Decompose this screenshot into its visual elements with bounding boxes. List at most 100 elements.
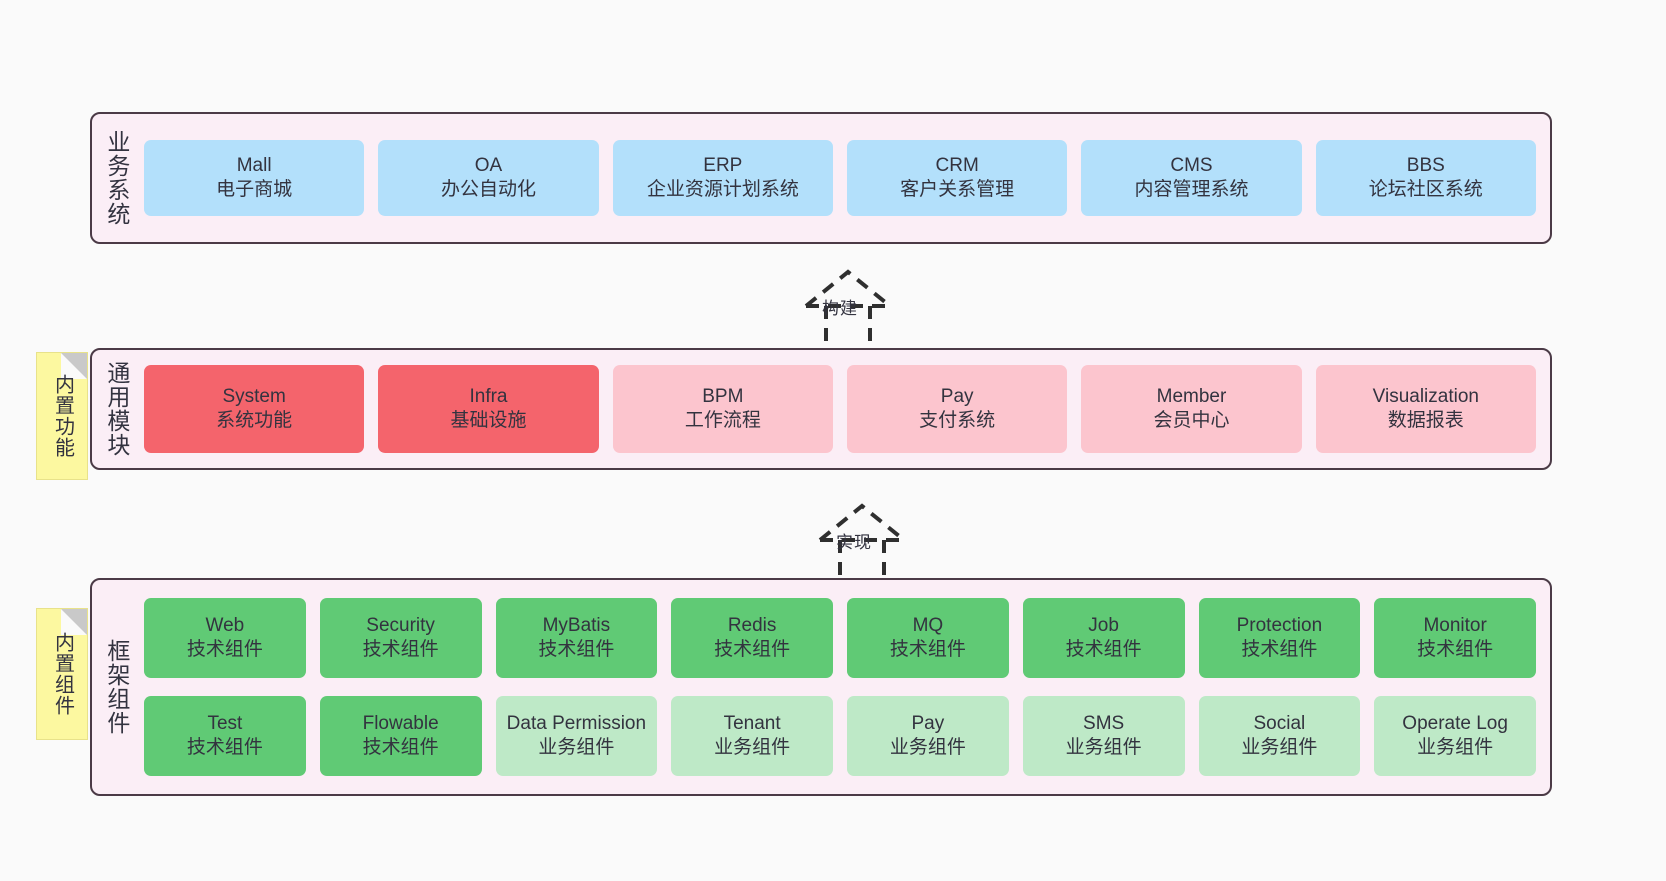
node-title: MyBatis (542, 614, 611, 636)
node-subtitle: 业务组件 (1417, 737, 1494, 758)
layer-framework-component: 框架组件 Web 技术组件 Security 技术组件 MyBatis 技术组件… (90, 578, 1552, 796)
node-visualization[interactable]: Visualization 数据报表 (1315, 365, 1536, 453)
node-monitor[interactable]: Monitor 技术组件 (1374, 598, 1536, 678)
node-row: Mall 电子商城 OA 办公自动化 ERP 企业资源计划系统 CRM 客户关系… (144, 140, 1536, 216)
layer-title-business-system: 业务系统 (103, 130, 130, 226)
node-operate-log[interactable]: Operate Log 业务组件 (1374, 696, 1536, 776)
node-test[interactable]: Test 技术组件 (144, 696, 306, 776)
node-subtitle: 数据报表 (1387, 410, 1464, 431)
node-title: Visualization (1372, 385, 1479, 407)
relation-label-build: 构建 (822, 299, 858, 318)
relation-build: 构建 (760, 258, 920, 358)
node-title: Member (1156, 385, 1227, 407)
node-title: Protection (1236, 614, 1323, 636)
node-security[interactable]: Security 技术组件 (319, 598, 482, 678)
node-title: Infra (469, 385, 508, 407)
node-title: System (222, 385, 286, 407)
relation-implement: 实现 (774, 492, 934, 592)
node-pay-module[interactable]: Pay 支付系统 (846, 365, 1068, 453)
node-title: Operate Log (1402, 712, 1508, 734)
node-subtitle: 技术组件 (1241, 639, 1318, 660)
node-title: BPM (702, 385, 744, 407)
node-flowable[interactable]: Flowable 技术组件 (319, 696, 482, 776)
node-subtitle: 技术组件 (538, 639, 615, 660)
node-subtitle: 企业资源计划系统 (646, 179, 799, 200)
node-mq[interactable]: MQ 技术组件 (847, 598, 1009, 678)
node-subtitle: 电子商城 (216, 179, 293, 200)
layer-title-framework-component: 框架组件 (103, 639, 130, 735)
node-subtitle: 系统功能 (216, 410, 293, 431)
node-title: Data Permission (506, 712, 647, 734)
node-redis[interactable]: Redis 技术组件 (671, 598, 833, 678)
node-subtitle: 业务组件 (714, 737, 791, 758)
node-subtitle: 业务组件 (889, 737, 966, 758)
node-mall[interactable]: Mall 电子商城 (144, 140, 365, 216)
node-subtitle: 工作流程 (684, 410, 761, 431)
layer-body-common-module: System 系统功能 Infra 基础设施 BPM 工作流程 Pay 支付系统… (140, 350, 1550, 468)
node-subtitle: 内容管理系统 (1134, 179, 1249, 200)
node-subtitle: 技术组件 (1065, 639, 1142, 660)
node-subtitle: 技术组件 (714, 639, 791, 660)
node-title: SMS (1083, 712, 1125, 734)
node-pay-component[interactable]: Pay 业务组件 (847, 696, 1009, 776)
layer-body-framework-component: Web 技术组件 Security 技术组件 MyBatis 技术组件 Redi… (140, 580, 1550, 794)
node-cms[interactable]: CMS 内容管理系统 (1081, 140, 1302, 216)
node-subtitle: 办公自动化 (440, 179, 536, 200)
node-title: Monitor (1423, 614, 1487, 636)
node-title: Pay (940, 385, 974, 407)
layer-body-business-system: Mall 电子商城 OA 办公自动化 ERP 企业资源计划系统 CRM 客户关系… (140, 114, 1550, 242)
node-web[interactable]: Web 技术组件 (144, 598, 306, 678)
node-social[interactable]: Social 业务组件 (1198, 696, 1361, 776)
node-title: ERP (703, 154, 743, 176)
node-title: BBS (1406, 154, 1445, 176)
node-mybatis[interactable]: MyBatis 技术组件 (495, 598, 658, 678)
node-erp[interactable]: ERP 企业资源计划系统 (612, 140, 833, 216)
node-job[interactable]: Job 技术组件 (1022, 598, 1185, 678)
layer-common-module: 通用模块 System 系统功能 Infra 基础设施 BPM 工作流程 Pay… (90, 348, 1552, 470)
node-subtitle: 业务组件 (1065, 737, 1142, 758)
node-subtitle: 论坛社区系统 (1368, 179, 1483, 200)
node-sms[interactable]: SMS 业务组件 (1022, 696, 1185, 776)
node-row: Test 技术组件 Flowable 技术组件 Data Permission … (144, 696, 1536, 776)
node-data-permission[interactable]: Data Permission 业务组件 (495, 696, 658, 776)
node-title: CRM (935, 154, 979, 176)
node-subtitle: 业务组件 (1241, 737, 1318, 758)
node-oa[interactable]: OA 办公自动化 (378, 140, 599, 216)
node-title: Pay (911, 712, 945, 734)
node-crm[interactable]: CRM 客户关系管理 (846, 140, 1068, 216)
sticky-note-builtin-component: 内置组件 (36, 608, 88, 740)
node-title: MQ (912, 614, 944, 636)
node-infra[interactable]: Infra 基础设施 (378, 365, 599, 453)
node-title: Flowable (362, 712, 439, 734)
node-tenant[interactable]: Tenant 业务组件 (671, 696, 833, 776)
node-subtitle: 基础设施 (450, 410, 527, 431)
node-subtitle: 技术组件 (186, 737, 263, 758)
node-title: Mall (236, 154, 272, 176)
node-protection[interactable]: Protection 技术组件 (1198, 598, 1361, 678)
node-subtitle: 技术组件 (186, 639, 263, 660)
node-title: Job (1088, 614, 1119, 636)
node-row: System 系统功能 Infra 基础设施 BPM 工作流程 Pay 支付系统… (144, 365, 1536, 453)
node-title: Test (207, 712, 243, 734)
node-subtitle: 技术组件 (362, 737, 439, 758)
node-bbs[interactable]: BBS 论坛社区系统 (1315, 140, 1536, 216)
node-subtitle: 客户关系管理 (900, 179, 1015, 200)
node-title: OA (474, 154, 503, 176)
sticky-note-label: 内置功能 (51, 374, 74, 458)
node-title: Social (1253, 712, 1306, 734)
node-subtitle: 技术组件 (362, 639, 439, 660)
node-member[interactable]: Member 会员中心 (1081, 365, 1302, 453)
layer-title-common-module: 通用模块 (103, 361, 130, 457)
node-title: Security (366, 614, 435, 636)
node-title: Tenant (723, 712, 781, 734)
relation-label-implement: 实现 (836, 533, 872, 552)
node-bpm[interactable]: BPM 工作流程 (612, 365, 833, 453)
sticky-note-builtin-function: 内置功能 (36, 352, 88, 480)
node-subtitle: 会员中心 (1153, 410, 1230, 431)
node-system[interactable]: System 系统功能 (144, 365, 365, 453)
node-subtitle: 支付系统 (919, 410, 996, 431)
sticky-note-label: 内置组件 (51, 632, 74, 716)
node-title: Web (205, 614, 245, 636)
node-subtitle: 技术组件 (889, 639, 966, 660)
